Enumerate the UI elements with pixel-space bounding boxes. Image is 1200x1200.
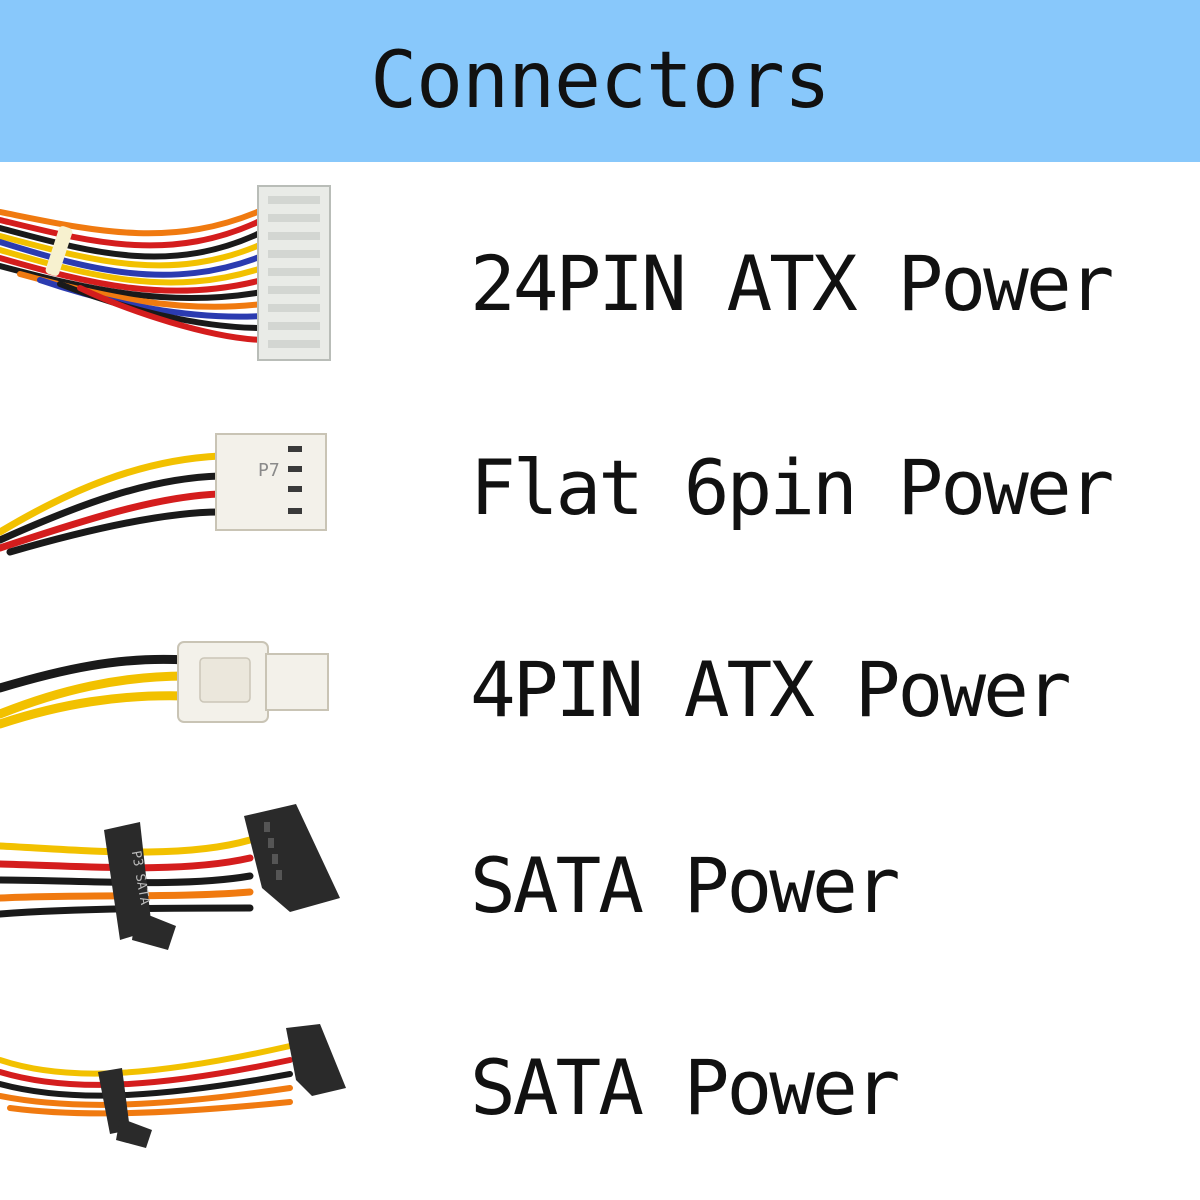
- connector-row-4pin: 4PIN ATX Power: [0, 630, 1200, 750]
- flat-6pin-connector-icon: P7: [0, 433, 327, 556]
- header-banner: Connectors: [0, 0, 1200, 162]
- atx-24pin-connector-icon: [0, 185, 331, 361]
- page-title: Connectors: [370, 36, 831, 126]
- connector-label: 4PIN ATX Power: [470, 645, 1072, 734]
- sata-connector-icon: [0, 1024, 346, 1148]
- connector-label: Flat 6pin Power: [470, 443, 1114, 532]
- connector-row-24pin: 24PIN ATX Power: [0, 180, 1200, 370]
- connector-label: SATA Power: [470, 1043, 901, 1132]
- connector-row-flat-6pin: P7 Flat 6pin Power: [0, 420, 1200, 570]
- sata-connector-icon: P3 SATA: [0, 804, 340, 950]
- connector-label: SATA Power: [470, 841, 901, 930]
- connector-row-sata-1: P3 SATA SATA Power: [0, 790, 1200, 960]
- connector-row-sata-2: SATA Power: [0, 1010, 1200, 1160]
- connector-marking: P7: [258, 460, 280, 481]
- connector-label: 24PIN ATX Power: [470, 239, 1114, 328]
- atx-4pin-connector-icon: [0, 641, 329, 729]
